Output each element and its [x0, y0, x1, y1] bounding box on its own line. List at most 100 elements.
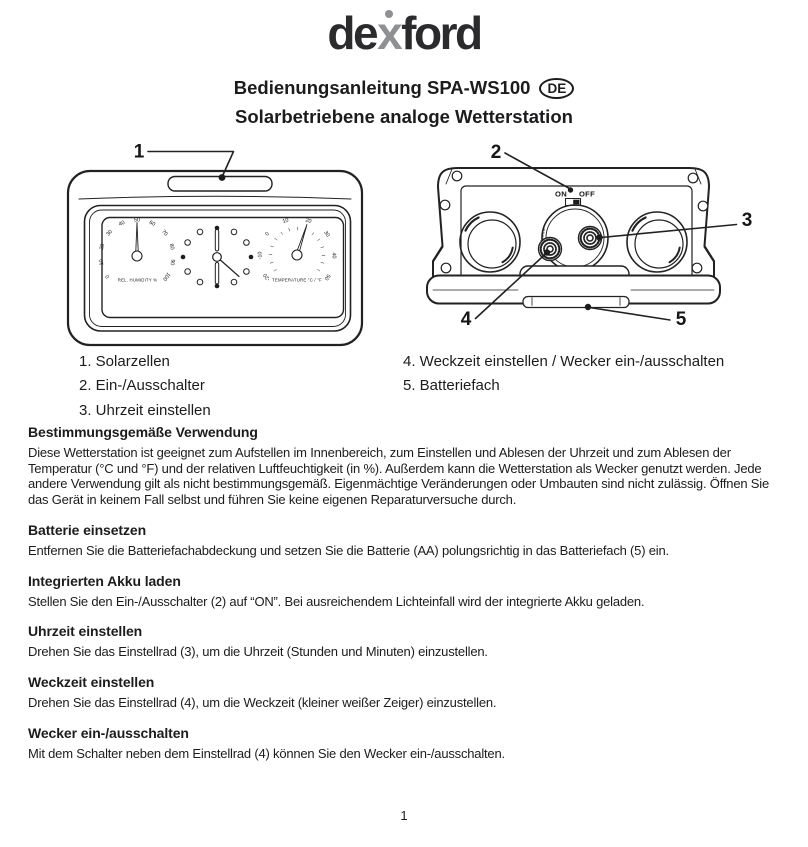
callout-4: 4: [461, 249, 551, 330]
svg-text:0: 0: [264, 231, 271, 237]
humidity-tick-labels: 0 10 20 30 40 50 60 70 80 90 100: [98, 217, 175, 281]
callout-5-number: 5: [676, 309, 687, 330]
callout-3-number: 3: [742, 210, 753, 231]
svg-text:30: 30: [105, 229, 113, 237]
part-item-4: 4. Weckzeit einstellen / Wecker ein-/aus…: [403, 353, 725, 370]
callout-2-dot: [567, 187, 574, 193]
svg-text:40: 40: [331, 252, 337, 258]
front-bezel-inner: [89, 209, 346, 327]
logo-figure-x: x: [376, 6, 403, 60]
section-alarm-on-off: Wecker ein-/ausschalten Mit dem Schalter…: [28, 725, 790, 762]
section-insert-battery: Batterie einsetzen Entfernen Sie die Bat…: [28, 522, 790, 559]
clock-face: [180, 225, 254, 289]
section-heading: Uhrzeit einstellen: [28, 623, 143, 640]
on-off-switch: ON OFF: [555, 190, 595, 207]
svg-text:50: 50: [323, 273, 331, 281]
section-set-alarm-time: Weckzeit einstellen Drehen Sie das Einst…: [28, 674, 790, 711]
callout-1-dot: [218, 174, 226, 181]
part-item-3: 3. Uhrzeit einstellen: [79, 401, 211, 419]
parts-list-right: 4. Weckzeit einstellen / Wecker ein-/aus…: [403, 350, 724, 399]
callout-3-dot: [596, 234, 603, 241]
section-heading: Weckzeit einstellen: [28, 673, 155, 690]
part-item-5: 5. Batteriefach: [403, 377, 500, 395]
section-body: Diese Wetterstation ist geeignet zum Auf…: [28, 445, 769, 508]
svg-text:20: 20: [99, 243, 106, 250]
logo-text-ford: ford: [401, 7, 483, 59]
svg-text:-10: -10: [257, 252, 263, 260]
parts-list-left: 1. Solarzellen 2. Ein-/Ausschalter 3. Uh…: [79, 350, 211, 423]
device-diagrams: 0 10 20 30 40 50 60 70 80 90 100 REL. HU…: [66, 142, 752, 347]
svg-text:40: 40: [118, 220, 126, 228]
device-shell-back: [432, 167, 715, 278]
battery-door-notches: [531, 297, 621, 306]
callout-5: 5: [584, 303, 687, 330]
svg-text:10: 10: [98, 259, 105, 266]
section-heading: Integrierten Akku laden: [28, 572, 181, 589]
callout-2-number: 2: [491, 142, 502, 163]
left-speaker-recess: [459, 211, 521, 273]
section-body: Stellen Sie den Ein-/Ausschalter (2) auf…: [28, 593, 645, 609]
section-charge-battery: Integrierten Akku laden Stellen Sie den …: [28, 573, 790, 610]
right-speaker-recess: [626, 211, 688, 273]
humidity-gauge: 0 10 20 30 40 50 60 70 80 90 100 REL. HU…: [98, 217, 175, 282]
switch-on-label: ON: [555, 190, 567, 199]
temperature-tick-labels: -20 -10 0 10 20 30 40 50: [257, 217, 336, 281]
document-title-row: Bedienungsanleitung SPA-WS100 DE: [0, 77, 808, 99]
callout-2: 2: [491, 142, 574, 193]
humidity-label: REL. HUMIDITY %: [118, 278, 157, 283]
section-body: Entfernen Sie die Batteriefachabdeckung …: [28, 542, 669, 558]
front-bezel-outer: [83, 204, 352, 332]
callout-4-dot: [543, 249, 551, 256]
language-badge: DE: [539, 78, 575, 99]
part-item-2: 2. Ein-/Ausschalter: [79, 377, 205, 395]
svg-text:50: 50: [134, 217, 140, 223]
instruction-sections: Bestimmungsgemäße Verwendung Diese Wette…: [28, 424, 790, 761]
document-title: Bedienungsanleitung SPA-WS100: [233, 77, 531, 98]
back-view-diagram: ALARM ON OFF: [426, 142, 752, 330]
section-heading: Bestimmungsgemäße Verwendung: [28, 424, 258, 440]
callout-3: 3: [596, 210, 752, 241]
svg-text:20: 20: [304, 217, 312, 225]
top-face-crease: [78, 195, 352, 200]
section-body: Drehen Sie das Einstellrad (4), um die W…: [28, 694, 497, 710]
section-heading: Batterie einsetzen: [28, 521, 147, 538]
battery-compartment-door: [522, 295, 630, 309]
callout-4-number: 4: [461, 309, 472, 330]
svg-text:70: 70: [160, 229, 168, 237]
callout-5-dot: [584, 303, 592, 311]
svg-text:60: 60: [148, 220, 156, 228]
section-heading: Wecker ein-/ausschalten: [28, 724, 189, 741]
section-set-time: Uhrzeit einstellen Drehen Sie das Einste…: [28, 623, 790, 660]
clock-hub: [212, 252, 222, 262]
section-body: Drehen Sie das Einstellrad (3), um die U…: [28, 644, 488, 660]
section-body: Mit dem Schalter neben dem Einstellrad (…: [28, 745, 505, 761]
svg-text:10: 10: [282, 217, 290, 225]
logo-dot-icon: [384, 10, 393, 18]
display-window: [101, 216, 345, 319]
callout-1-number: 1: [134, 142, 145, 163]
section-intended-use: Bestimmungsgemäße Verwendung Diese Wette…: [28, 424, 790, 508]
part-item-1: 1. Solarzellen: [79, 353, 170, 370]
callout-1: 1: [134, 142, 235, 181]
clock-hour-markers: [180, 225, 254, 289]
svg-text:-20: -20: [262, 272, 271, 282]
document-subtitle: Solarbetriebene analoge Wetterstation: [235, 106, 573, 127]
temperature-label: TEMPERATURE °C / °F: [272, 278, 322, 283]
svg-text:0: 0: [105, 273, 112, 279]
temperature-gauge: -20 -10 0 10 20 30 40 50 TEMPERATURE °C …: [257, 217, 336, 282]
svg-text:30: 30: [322, 230, 330, 238]
switch-off-label: OFF: [579, 190, 595, 199]
humidity-hub: [131, 250, 143, 262]
switch-slider: [573, 199, 580, 205]
hour-hand: [214, 262, 220, 285]
minute-hand: [214, 229, 220, 252]
svg-text:90: 90: [169, 259, 176, 266]
screw-holes: [439, 170, 709, 274]
logo-text-de: de: [327, 7, 378, 59]
temperature-hub: [291, 249, 303, 261]
svg-text:80: 80: [168, 243, 175, 250]
alarm-arc-label: ALARM: [540, 227, 547, 242]
page-number: 1: [400, 808, 408, 823]
